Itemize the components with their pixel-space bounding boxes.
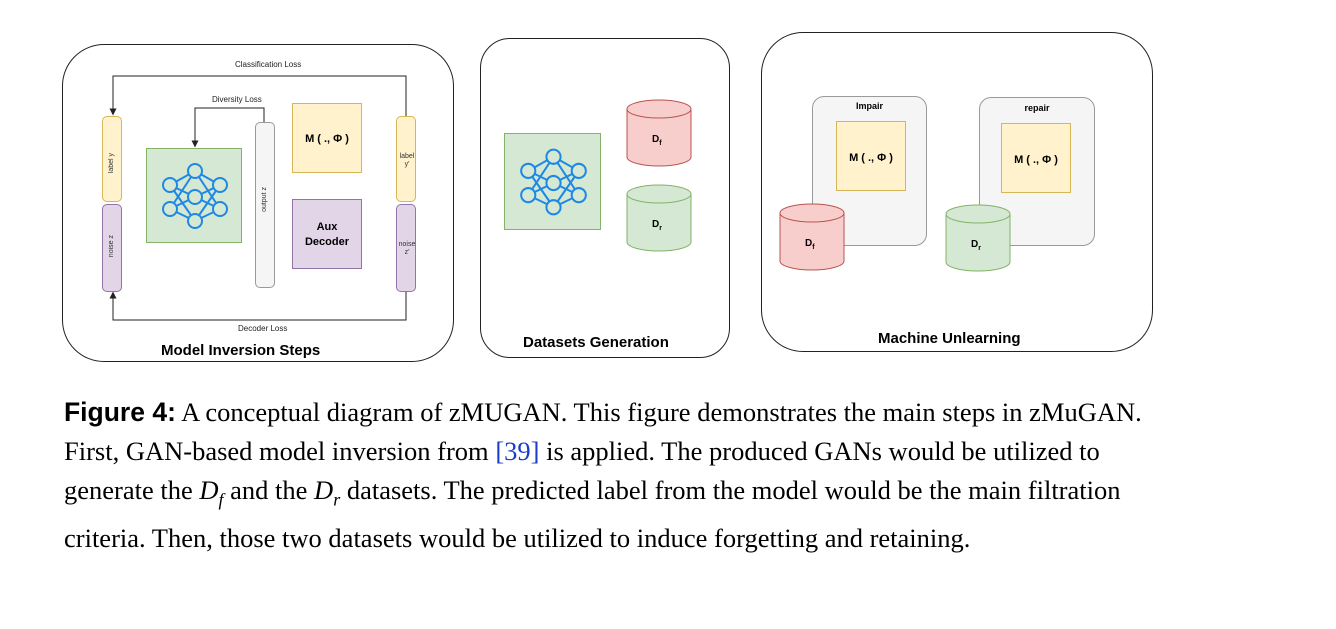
decoder-loss-label: Decoder Loss xyxy=(238,324,288,333)
citation-link[interactable]: [39] xyxy=(495,436,540,466)
caption-part-1: A conceptual diagram of zMUGAN. This fig… xyxy=(64,397,1142,466)
diversity-loss-label: Diversity Loss xyxy=(212,95,262,104)
aux-decoder-text: Aux Decoder xyxy=(304,221,350,248)
model-box-text: M ( ., Φ ) xyxy=(305,133,349,145)
model-inversion-title: Model Inversion Steps xyxy=(161,342,321,359)
datasets-generation-title: Datasets Generation xyxy=(523,334,669,351)
model-box-repair-text: M ( ., Φ ) xyxy=(1014,154,1058,166)
noise-z-bar: noise z xyxy=(102,204,122,292)
df-gen-label: Df xyxy=(652,134,662,147)
caption-part-4: datasets. The predicted label from the m… xyxy=(64,475,1121,554)
dr-unlearn-label: Dr xyxy=(971,239,981,252)
caption-part-3: and the xyxy=(223,475,315,505)
figure-label: Figure 4: xyxy=(64,397,176,427)
generator-network-box xyxy=(146,148,242,243)
decoder-loss-arrow xyxy=(109,291,407,321)
label-y-prime-text: label y' xyxy=(399,153,415,168)
noise-z-prime-bar: noise z' xyxy=(396,204,416,292)
output-z-bar: output z xyxy=(255,122,275,288)
noise-z-prime-text: noise z' xyxy=(398,241,416,256)
neural-network-icon xyxy=(520,148,587,216)
caption-part-2: is applied. The produced GANs would be u… xyxy=(64,436,1100,505)
dr-symbol: Dr xyxy=(314,475,341,510)
model-box-repair: M ( ., Φ ) xyxy=(1001,123,1071,193)
repair-label: repair xyxy=(1024,103,1050,113)
model-box-impair-text: M ( ., Φ ) xyxy=(849,152,893,164)
figure-caption: Figure 4: A conceptual diagram of zMUGAN… xyxy=(64,393,1154,558)
machine-unlearning-title: Machine Unlearning xyxy=(878,330,1021,347)
dr-gen-label: Dr xyxy=(652,219,662,232)
df-symbol: Df xyxy=(199,475,224,510)
label-y-bar: label y xyxy=(102,116,122,202)
model-box-impair: M ( ., Φ ) xyxy=(836,121,906,191)
model-box: M ( ., Φ ) xyxy=(292,103,362,173)
aux-decoder-box: Aux Decoder xyxy=(292,199,362,269)
classification-loss-label: Classification Loss xyxy=(235,60,302,69)
df-unlearn-label: Df xyxy=(805,238,815,251)
diversity-loss-arrow xyxy=(191,107,265,148)
neural-network-icon xyxy=(162,163,228,229)
impair-label: Impair xyxy=(855,101,883,111)
classification-loss-arrow xyxy=(109,75,407,117)
label-y-prime-bar: label y' xyxy=(396,116,416,202)
generator-network-box-2 xyxy=(504,133,601,230)
